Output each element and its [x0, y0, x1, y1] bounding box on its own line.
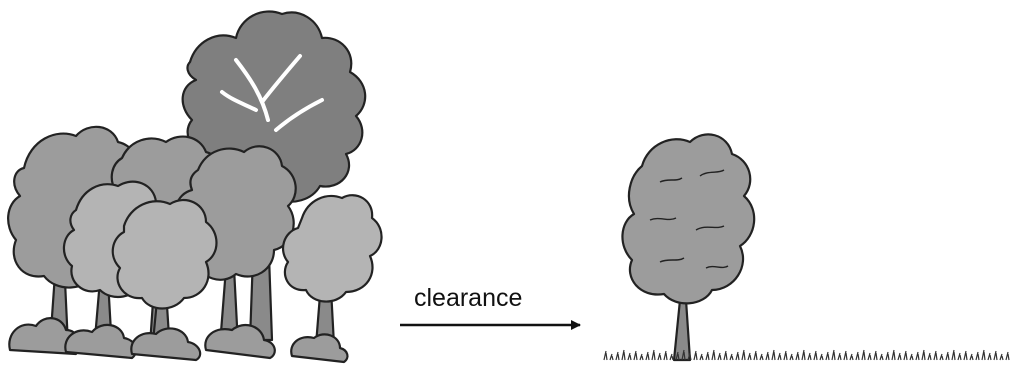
single-remaining-tree — [622, 134, 754, 360]
undergrowth — [9, 318, 347, 362]
front-light-tree-3 — [283, 195, 382, 345]
clearance-label: clearance — [414, 284, 534, 313]
bush-3 — [131, 328, 200, 360]
front-light-tree-3-crown — [283, 195, 382, 301]
grass-tufts — [604, 350, 1009, 360]
front-light-tree-2-crown — [113, 200, 217, 308]
grass-line — [604, 350, 1009, 360]
bush-2 — [65, 325, 136, 358]
bush-5 — [291, 334, 347, 362]
single-tree-trunk — [674, 300, 690, 360]
dense-forest — [8, 11, 381, 362]
single-tree-crown — [622, 134, 754, 303]
